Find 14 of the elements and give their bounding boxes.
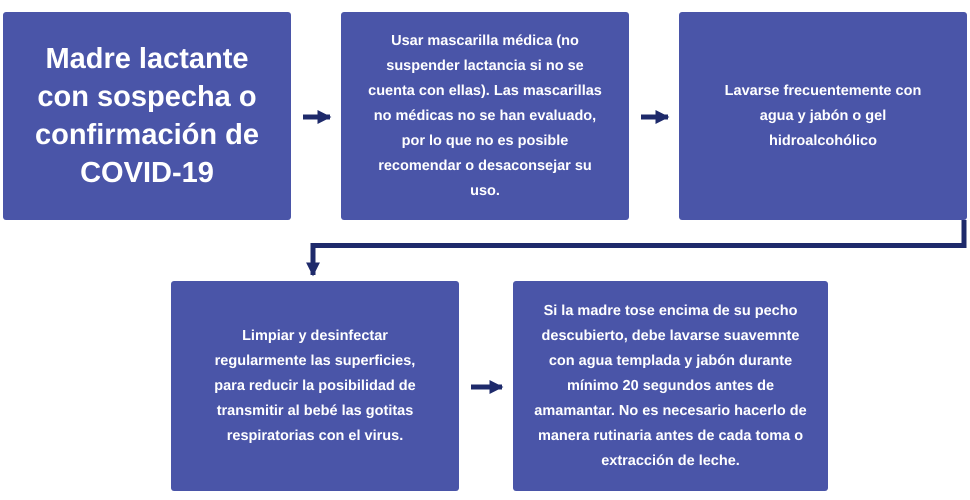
heading-text: Madre lactante con sospecha o confirmación de COVID-19 — [34, 42, 260, 191]
body-text: Limpiar y desinfectar regularmente las superficies, para reducir la posibilidad de transmitir al bebé las gotitas respiratorias con el virus. — [213, 326, 417, 446]
process-box — [341, 12, 629, 220]
process-box — [3, 12, 291, 220]
process-box — [513, 281, 828, 491]
arrow — [641, 110, 670, 124]
body-text: Lavarse frecuentemente con agua y jabón o gel hidroalcohólico — [724, 82, 922, 150]
body-text: Usar mascarilla médica (no suspender lactancia si no se cuenta con ellas). Las mascarillas no médicas no se han evaluado, por lo que no es posible recomendar o desaconsejar su uso. — [367, 32, 603, 200]
process-box — [679, 12, 967, 220]
arrow — [471, 380, 504, 394]
process-box — [171, 281, 459, 491]
arrow — [306, 220, 966, 276]
body-text: Si la madre tose encima de su pecho descubierto, debe lavarse suavemnte con agua templada y jabón durante mínimo 20 segundos antes de amamantar. No es necesario hacerlo de manera rutinaria antes de cada toma o extracción de leche. — [533, 302, 808, 470]
arrow — [303, 110, 332, 124]
